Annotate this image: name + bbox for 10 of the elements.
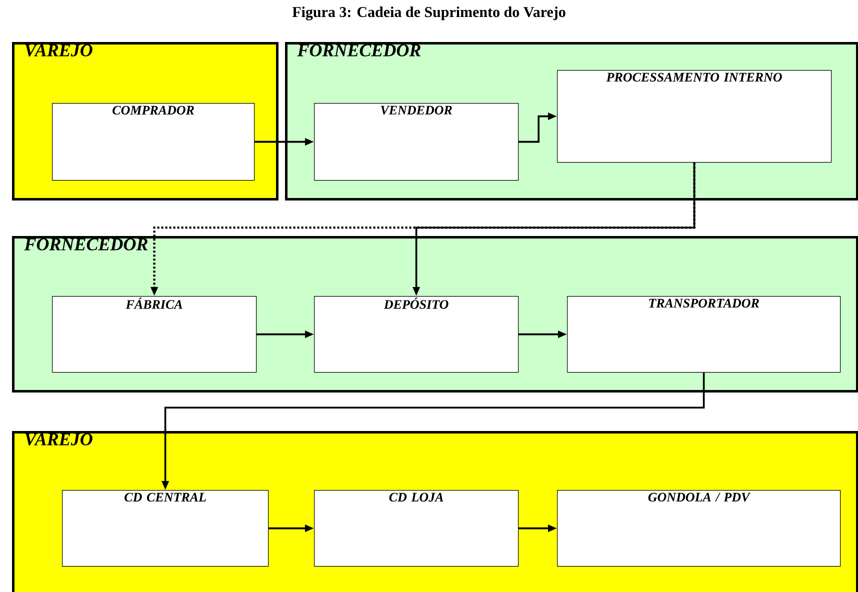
- process-box: CD CENTRAL: [62, 490, 269, 567]
- process-box: GONDOLA / PDV: [557, 490, 841, 567]
- process-box: VENDEDOR: [314, 103, 519, 181]
- process-box: CD LOJA: [314, 490, 519, 567]
- process-box: PROCESSAMENTO INTERNO: [557, 70, 832, 163]
- process-box: TRANSPORTADOR: [567, 296, 841, 373]
- process-box: FÁBRICA: [52, 296, 257, 373]
- process-box: DEPÓSITO: [314, 296, 519, 373]
- figure-title: Figura 3: Cadeia de Suprimento do Varejo: [292, 6, 566, 20]
- process-box: COMPRADOR: [52, 103, 255, 181]
